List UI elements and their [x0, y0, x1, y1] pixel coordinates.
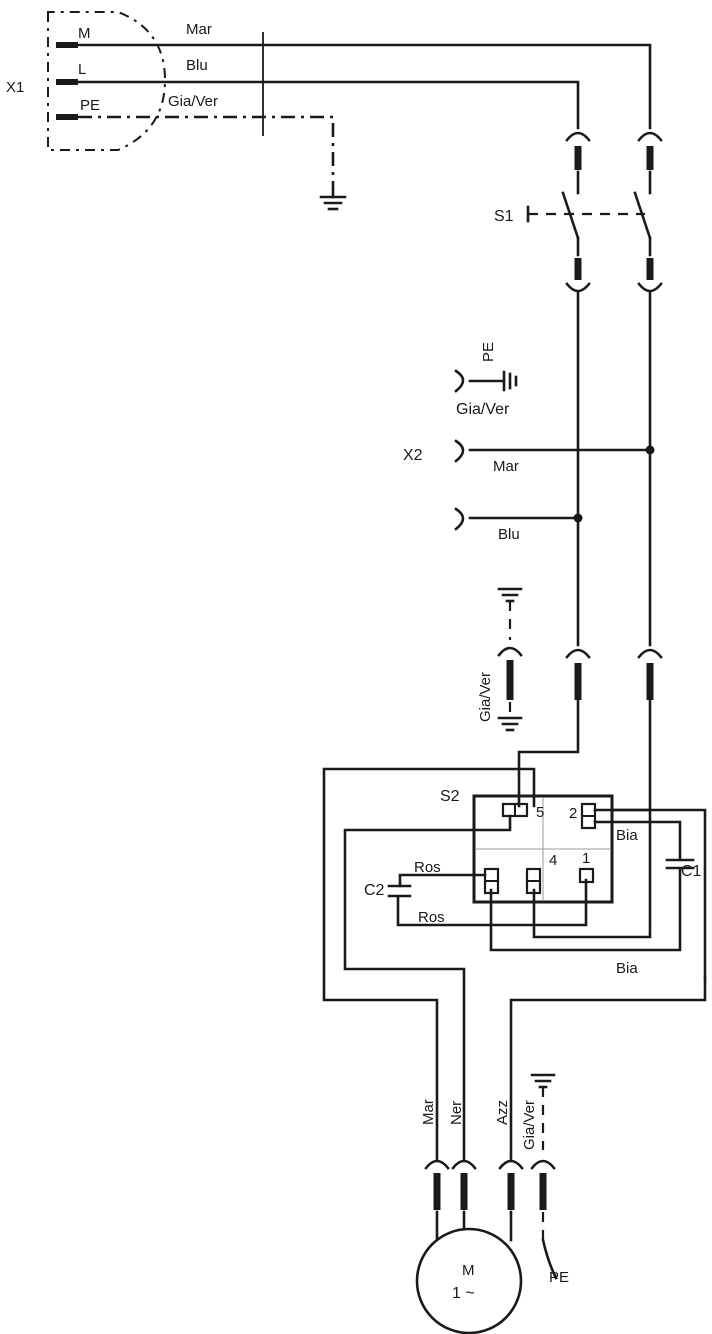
- label-s2: S2: [440, 788, 460, 805]
- label-motor-gia-ver: Gia/Ver: [521, 1100, 538, 1150]
- label-s2-terminal-1: 1: [582, 850, 590, 867]
- label-c2: C2: [364, 882, 385, 899]
- motor-icon: M 1 ~: [415, 1227, 523, 1334]
- switch-s1: S1: [494, 170, 652, 257]
- connector-pair-1: [565, 131, 663, 170]
- switch-s2: S2 5 2 4 1: [440, 788, 614, 904]
- supply-wires: Mar Blu Gia/Ver: [76, 21, 652, 211]
- pe-cable-vertical: Gia/Ver: [477, 587, 523, 732]
- label-bia-upper: Bia: [616, 827, 638, 844]
- label-x1-m: M: [78, 25, 91, 42]
- label-x1-l: L: [78, 61, 86, 78]
- label-s2-terminal-2: 2: [569, 805, 577, 822]
- label-motor-pe: PE: [549, 1269, 569, 1286]
- label-s1: S1: [494, 208, 514, 225]
- label-c1: C1: [681, 863, 702, 880]
- label-s2-terminal-4: 4: [549, 852, 557, 869]
- capacitor-c1: C1 Bia: [616, 827, 702, 880]
- label-s2-terminal-5: 5: [536, 804, 544, 821]
- label-gia-ver-vertical: Gia/Ver: [477, 672, 494, 722]
- label-motor-mar: Mar: [420, 1099, 437, 1125]
- label-top-blu: Blu: [186, 57, 208, 74]
- plug-x1: X1 M L PE: [6, 11, 167, 151]
- ground-icon: [319, 188, 347, 211]
- label-x1: X1: [6, 79, 24, 96]
- label-x1-pe: PE: [80, 97, 100, 114]
- label-ros-upper: Ros: [414, 859, 441, 876]
- label-x2-mar: Mar: [493, 458, 519, 475]
- label-gia-ver-mid: Gia/Ver: [456, 401, 510, 418]
- label-motor-phase: 1 ~: [452, 1285, 475, 1302]
- label-top-gia-ver: Gia/Ver: [168, 93, 218, 110]
- label-top-mar: Mar: [186, 21, 212, 38]
- label-motor-m: M: [462, 1262, 475, 1279]
- label-pe-top: PE: [480, 342, 497, 362]
- socket-x2: X2 Mar Blu: [403, 439, 655, 543]
- label-bia-lower: Bia: [616, 960, 638, 977]
- label-motor-azz: Azz: [494, 1100, 511, 1125]
- connector-pair-3: [565, 648, 663, 700]
- label-x2-blu: Blu: [498, 526, 520, 543]
- label-x2: X2: [403, 447, 423, 464]
- label-ros-lower: Ros: [418, 909, 445, 926]
- pe-socket: PE Gia/Ver: [454, 342, 518, 418]
- connector-pair-2: [565, 258, 663, 293]
- label-motor-ner: Ner: [448, 1101, 465, 1125]
- capacitor-c2: C2 Ros Ros: [364, 859, 445, 926]
- s2-wiring: [322, 698, 707, 1162]
